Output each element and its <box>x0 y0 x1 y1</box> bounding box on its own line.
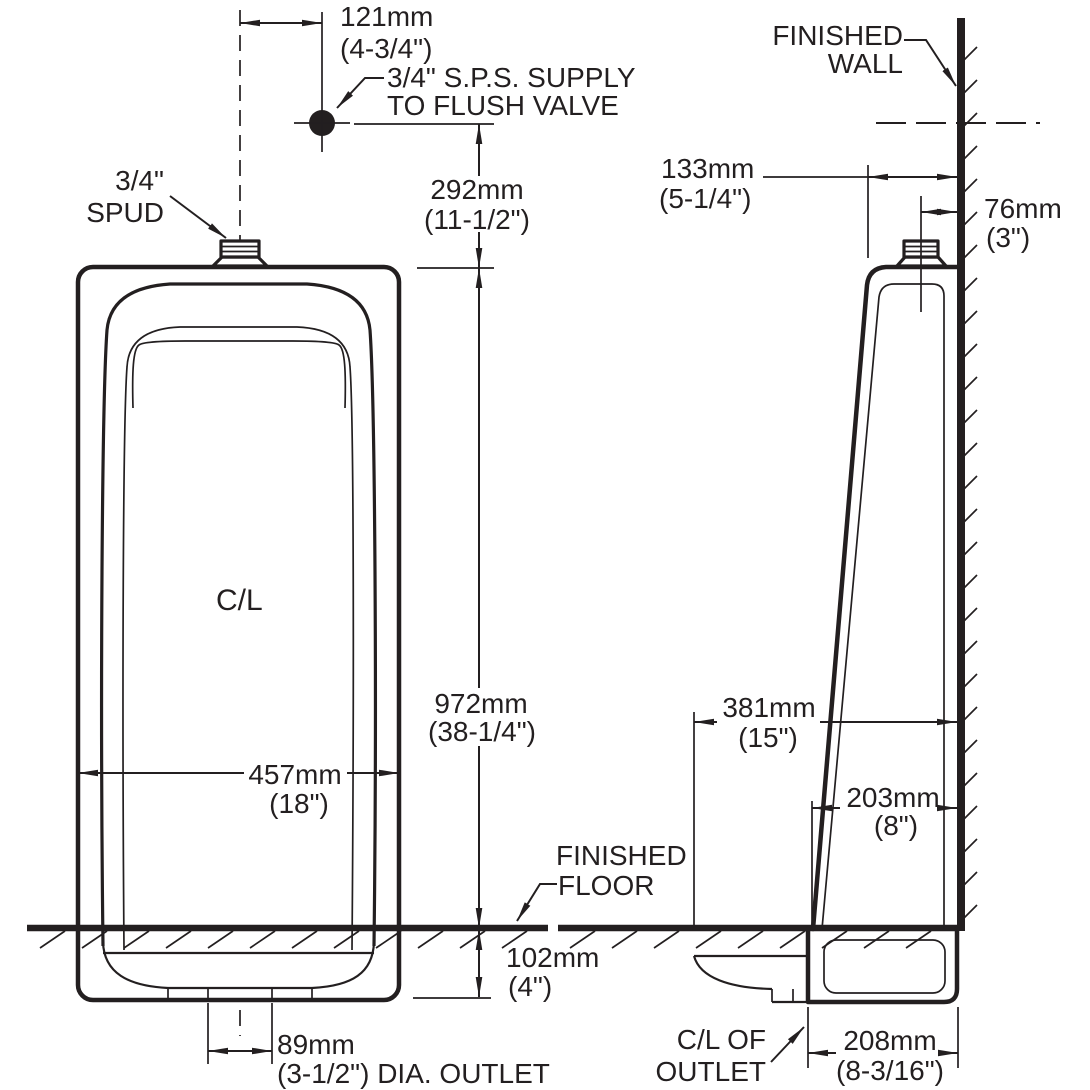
wall-hatching <box>961 46 978 921</box>
dim-457-label-in: (18") <box>269 788 329 819</box>
floor-leader-arrow <box>516 883 557 922</box>
outlet-cl-label-line2: OUTLET <box>656 1056 766 1087</box>
dim-292-label-mm: 292mm <box>430 174 523 205</box>
dim-76-label-in: (3") <box>986 222 1030 253</box>
bowl-bottom-curve <box>101 941 376 990</box>
supply-leader-arrow <box>336 77 384 109</box>
dim-381-label-in: (15") <box>738 722 798 753</box>
bowl-rim-line <box>122 326 355 951</box>
urinal-side-inner-line <box>821 283 945 930</box>
floor-label-line2: FLOOR <box>558 870 654 901</box>
dim-972-label-in: (38-1/4") <box>428 716 536 747</box>
floor <box>27 924 957 949</box>
side-view <box>692 18 1040 1005</box>
dim-972-label-mm: 972mm <box>434 688 527 719</box>
wall-leader-arrow <box>904 39 957 87</box>
dim-457-label-mm: 457mm <box>248 759 341 790</box>
front-centerline-label: C/L <box>216 584 263 617</box>
supply-label-line2: TO FLUSH VALVE <box>387 90 619 121</box>
outlet-cl-leader-arrow <box>770 1026 805 1063</box>
wall-label-line2: WALL <box>828 48 903 79</box>
dim-133-label-mm: 133mm <box>661 153 754 184</box>
dim-292-label-in: (11-1/2") <box>424 204 530 235</box>
spud-leader-arrow <box>169 195 227 239</box>
labels: 121mm (4-3/4") 3/4" S.P.S. SUPPLY TO FLU… <box>86 1 1062 1089</box>
spud-label-line2: SPUD <box>86 197 164 228</box>
receptor-box-inner <box>823 939 946 994</box>
dimensions <box>78 19 959 1068</box>
dim-208-label-mm: 208mm <box>843 1025 936 1056</box>
dim-102-label-mm: 102mm <box>506 942 599 973</box>
spud-label-line1: 3/4" <box>115 165 164 196</box>
spud-thread-block <box>219 239 261 259</box>
bowl-rim-line-2 <box>131 340 347 409</box>
dim-89-label-mm: 89mm <box>277 1029 355 1060</box>
bowl-outer-line <box>99 282 378 947</box>
dim-203-label-mm: 203mm <box>846 782 939 813</box>
front-view <box>75 10 402 1036</box>
dim-121-label-in: (4-3/4") <box>340 33 432 64</box>
dim-76-label-mm: 76mm <box>984 193 1062 224</box>
dim-89-label-in: (3-1/2") DIA. OUTLET <box>277 1058 550 1089</box>
dim-381-label-mm: 381mm <box>722 692 815 723</box>
dim-208-label-in: (8-3/16") <box>836 1055 944 1086</box>
dim-121-label-mm: 121mm <box>340 1 433 32</box>
urinal-side-outline <box>810 264 960 932</box>
trap-curve <box>692 955 773 991</box>
dim-133-label-in: (5-1/4") <box>659 183 751 214</box>
floor-hatching-left <box>39 930 528 949</box>
outlet-cl-label-line1: C/L OF <box>677 1024 766 1055</box>
floor-label-line1: FINISHED <box>556 840 687 871</box>
dim-102-label-in: (4") <box>508 971 552 1002</box>
dim-203-label-in: (8") <box>874 810 918 841</box>
wall-label-line1: FINISHED <box>772 20 903 51</box>
supply-label-line1: 3/4" S.P.S. SUPPLY <box>387 62 636 93</box>
receptor-box-outline <box>805 926 960 1005</box>
